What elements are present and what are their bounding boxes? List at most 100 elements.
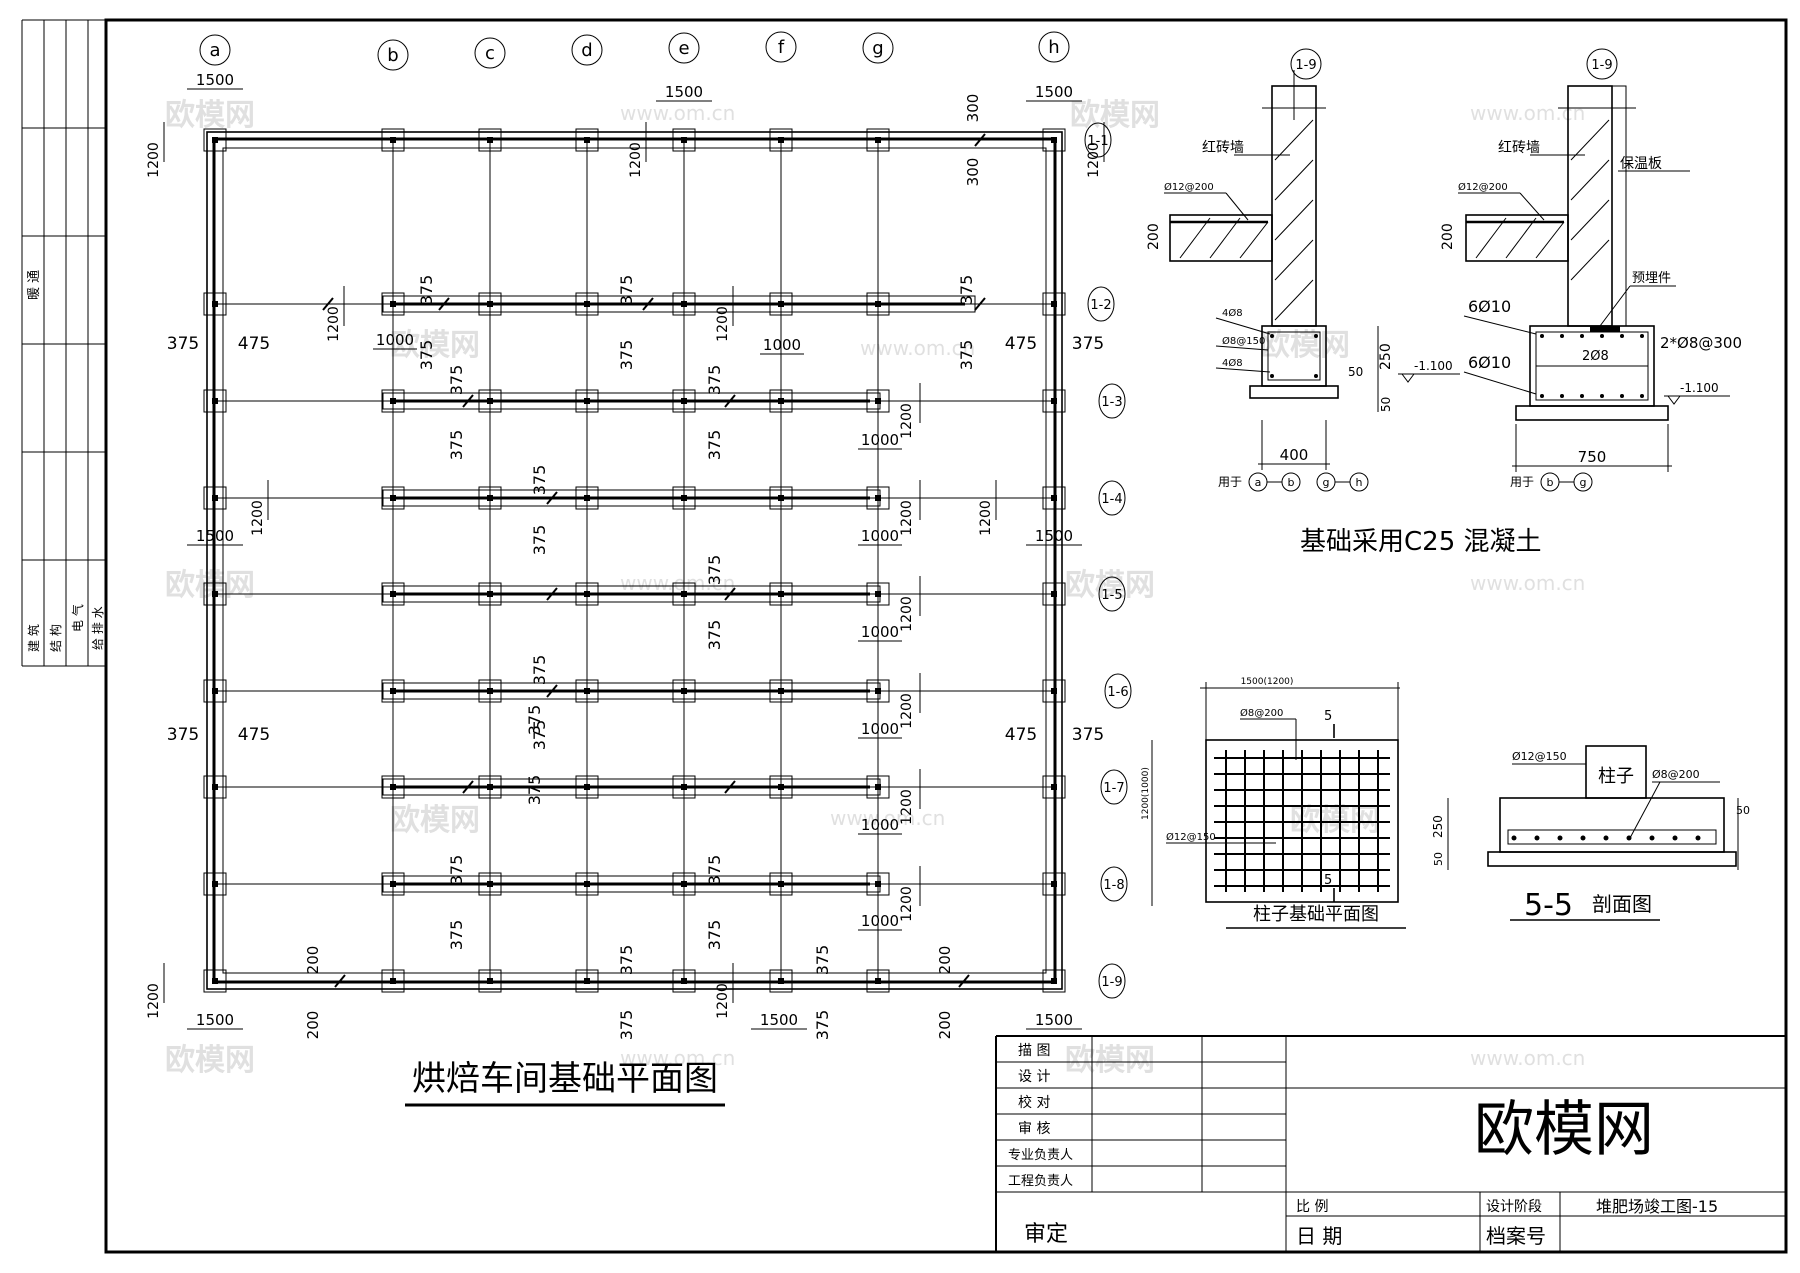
dim-tick xyxy=(724,780,736,794)
usage-axis-b: b xyxy=(1547,476,1554,489)
axis-label-h: h xyxy=(1048,37,1059,58)
column-mark xyxy=(778,784,784,790)
column-mark xyxy=(681,137,687,143)
rebar-dot xyxy=(1695,835,1701,841)
column-pad xyxy=(203,969,227,993)
dim-375: 375 xyxy=(813,945,832,976)
row-bubble-1-3 xyxy=(1098,383,1126,419)
dim-1200: 1200 xyxy=(146,142,162,178)
dim-tick xyxy=(462,394,474,408)
dim-1200: 1200 xyxy=(899,500,915,536)
dim-1500: 1500 xyxy=(196,71,234,89)
column-pad xyxy=(575,872,599,896)
axis-bubble-f xyxy=(765,31,797,63)
watermark: 欧模网 xyxy=(1065,1043,1155,1078)
dim-375: 375 xyxy=(1072,334,1104,354)
section-tag-bubble xyxy=(1290,48,1322,80)
dim-1200: 1200 xyxy=(899,596,915,632)
column-mark xyxy=(487,591,493,597)
column-mark xyxy=(681,398,687,404)
dim-1200: 1200 xyxy=(250,500,266,536)
dim-1000: 1000 xyxy=(763,336,801,354)
axis-bubble-c xyxy=(474,37,506,69)
column-pad xyxy=(203,679,227,703)
column-pad xyxy=(575,679,599,703)
dim-1200: 1200 xyxy=(146,983,162,1019)
column-mark xyxy=(212,495,218,501)
column-pad xyxy=(672,969,696,993)
axis-label-e: e xyxy=(678,38,689,59)
plan-width-label: 1500(1200) xyxy=(1241,677,1294,687)
dim-375: 375 xyxy=(813,1010,832,1041)
column-mark xyxy=(778,688,784,694)
column-pad xyxy=(381,775,405,799)
usage-prefix: 用于 xyxy=(1218,475,1242,489)
dim-475: 475 xyxy=(1005,725,1037,745)
dim-tick xyxy=(546,587,558,601)
elevation: -1.100 xyxy=(1414,359,1453,373)
watermark: 欧模网 xyxy=(165,568,255,603)
dim-tick xyxy=(438,297,450,311)
tb-stage: 设计阶段 xyxy=(1486,1199,1542,1215)
column-mark xyxy=(681,591,687,597)
column-mark xyxy=(584,591,590,597)
column-mark xyxy=(778,137,784,143)
dim-200: 200 xyxy=(304,946,322,975)
rebar-label: Ø12@200 xyxy=(1164,181,1214,193)
row-label-1-2: 1-2 xyxy=(1090,298,1111,313)
column-pad xyxy=(381,679,405,703)
column-pad xyxy=(1042,775,1066,799)
watermark: 欧模网 xyxy=(165,1043,255,1078)
column-mark xyxy=(584,978,590,984)
dim-1200: 1200 xyxy=(899,886,915,922)
dim-475: 475 xyxy=(1005,334,1037,354)
dim-1500: 1500 xyxy=(196,1011,234,1029)
tb-archive: 档案号 xyxy=(1486,1224,1546,1248)
column-mark xyxy=(875,688,881,694)
dim-tick xyxy=(322,297,334,311)
column-mark xyxy=(212,301,218,307)
column-pad xyxy=(672,128,696,152)
tb-drawing-number: 堆肥场竣工图-15 xyxy=(1596,1197,1718,1216)
column-label: 柱子 xyxy=(1598,766,1634,787)
dim-375: 375 xyxy=(957,275,976,306)
axis-label-a: a xyxy=(209,40,220,61)
watermark: 欧模网 xyxy=(1070,98,1160,133)
tb-row-review: 审 核 xyxy=(1018,1121,1050,1137)
row-bubble-1-8 xyxy=(1100,866,1128,902)
dim-375: 375 xyxy=(705,430,724,461)
usage-axis-a: a xyxy=(1255,476,1262,489)
column-mark xyxy=(1051,978,1057,984)
dim-1000: 1000 xyxy=(861,431,899,449)
column-plan-title: 柱子基础平面图 xyxy=(1253,904,1379,925)
column-pad xyxy=(769,969,793,993)
column-mark xyxy=(212,784,218,790)
column-mark xyxy=(875,591,881,597)
column-pad xyxy=(1042,679,1066,703)
column-pad xyxy=(381,292,405,316)
column-pad xyxy=(769,389,793,413)
column-mark xyxy=(778,398,784,404)
bar-label-2: Ø8@150 xyxy=(1222,335,1265,347)
dim-375: 375 xyxy=(417,340,436,371)
dim-375: 375 xyxy=(530,525,549,556)
dim-tick xyxy=(642,297,654,311)
row-axis-bubbles: 1-11-21-31-41-51-61-71-81-9 xyxy=(1084,122,1132,999)
dim-375: 375 xyxy=(525,705,544,736)
axis-bubble-b xyxy=(377,39,409,71)
rebar-label: Ø12@200 xyxy=(1458,181,1508,193)
column-pad xyxy=(478,128,502,152)
tb-scale: 比 例 xyxy=(1296,1199,1328,1215)
slab-height: 200 xyxy=(1146,223,1162,250)
rebar-dot xyxy=(1649,835,1655,841)
column-pad xyxy=(575,389,599,413)
section-5-5: 柱子 Ø12@150 Ø8@200 250 50 50 5-5 剖面图 xyxy=(1431,745,1750,923)
column-pad xyxy=(203,872,227,896)
floor-slab xyxy=(1169,214,1273,262)
column-mark xyxy=(390,495,396,501)
edge-dim: 50 xyxy=(1736,804,1750,817)
column-mark xyxy=(487,398,493,404)
watermark: 欧模网 xyxy=(390,328,480,363)
strip-label-elec: 电 气 xyxy=(70,604,85,632)
dim-375: 375 xyxy=(530,465,549,496)
